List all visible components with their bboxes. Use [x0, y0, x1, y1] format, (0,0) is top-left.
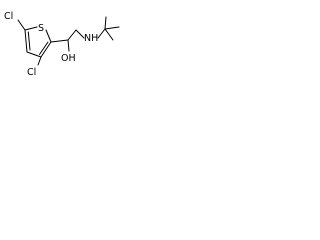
- bond-cq-methyl-right: [104, 26, 120, 30]
- bond-choh-oh: [67, 39, 70, 52]
- atom-label-oh: OH: [61, 53, 76, 64]
- atom-label-cl-top: Cl: [4, 11, 13, 22]
- bond-c2-choh: [50, 39, 69, 43]
- atom-label-nh: NH: [84, 33, 98, 44]
- bond-choh-ch2: [67, 29, 77, 41]
- atom-label-s: S: [38, 23, 44, 34]
- bond-ch2-nh: [75, 29, 85, 39]
- bond-ring-c2-c3-double: [39, 41, 49, 55]
- bond-ring-c4-c5: [24, 29, 28, 53]
- bond-ring-c4-c5-double: [27, 31, 31, 51]
- bond-c5-cl: [17, 19, 26, 31]
- bond-ring-c2-c3: [40, 41, 52, 58]
- bond-c3-cl: [37, 56, 42, 66]
- bond-ring-c5-s: [24, 26, 38, 31]
- bond-ring-s-c2: [45, 29, 52, 43]
- bond-ring-c3-c4: [26, 51, 42, 58]
- bonds: [17, 16, 120, 66]
- chemical-structure-diagram: Cl S Cl OH NH: [4, 11, 120, 78]
- bond-cq-methyl-up: [104, 16, 107, 30]
- bond-nh-cq: [97, 28, 106, 39]
- atom-label-cl-bottom: Cl: [27, 67, 36, 78]
- bond-cq-methyl-down: [104, 28, 114, 41]
